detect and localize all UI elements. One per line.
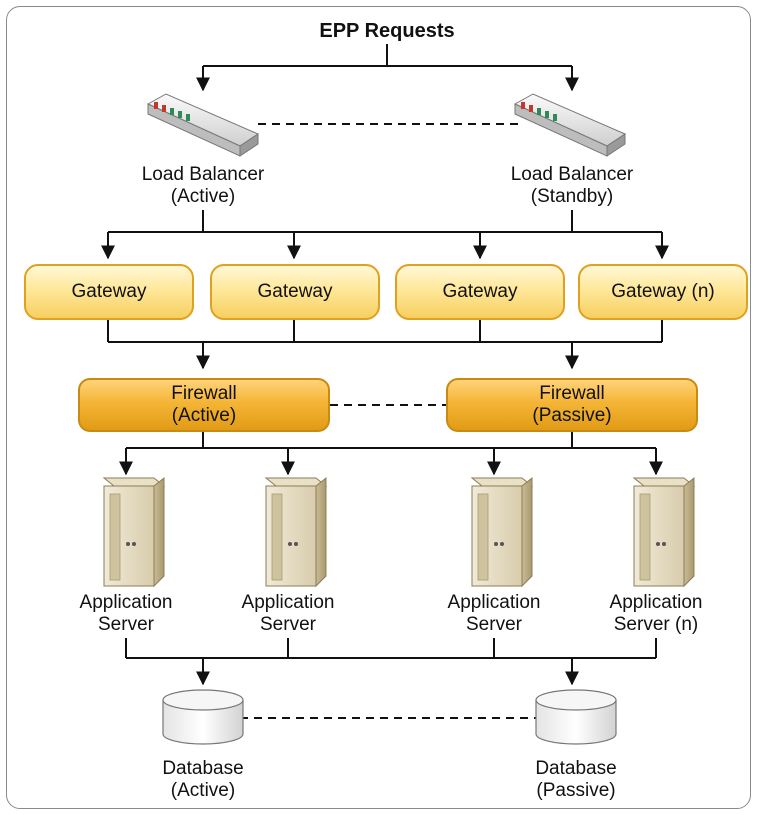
lb-name: Load Balancer bbox=[510, 164, 634, 185]
database-state: (Active) bbox=[170, 780, 236, 801]
server-icon bbox=[264, 476, 328, 588]
database-passive-label: Database (Passive) bbox=[535, 758, 616, 802]
app-server-line1: Application bbox=[447, 592, 541, 613]
load-balancer-icon bbox=[146, 93, 260, 157]
app-server-label: Application Server bbox=[242, 592, 335, 636]
firewall-name: Firewall bbox=[539, 383, 605, 404]
app-server-line2: Server bbox=[260, 614, 316, 635]
database-active-label: Database (Active) bbox=[162, 758, 243, 802]
firewall-passive-node: Firewall (Passive) bbox=[446, 378, 698, 432]
load-balancer-icon bbox=[513, 93, 627, 157]
gateway-node: Gateway bbox=[395, 264, 565, 320]
diagram-title: EPP Requests bbox=[319, 20, 455, 42]
app-server-line1: Application bbox=[241, 592, 335, 613]
load-balancer-standby-label: Load Balancer (Standby) bbox=[511, 164, 634, 208]
database-name: Database bbox=[535, 758, 617, 779]
gateway-node: Gateway bbox=[24, 264, 194, 320]
server-icon bbox=[632, 476, 696, 588]
database-icon bbox=[535, 689, 617, 745]
lb-state: (Standby) bbox=[530, 186, 614, 207]
app-server-line2: Server bbox=[98, 614, 154, 635]
app-server-label: Application Server bbox=[448, 592, 541, 636]
firewall-name: Firewall bbox=[171, 383, 237, 404]
diagram-frame bbox=[6, 6, 751, 809]
database-name: Database bbox=[162, 758, 244, 779]
gateway-node: Gateway bbox=[210, 264, 380, 320]
lb-state: (Active) bbox=[170, 186, 236, 207]
app-server-line1: Application bbox=[609, 592, 703, 613]
app-server-label: Application Server bbox=[80, 592, 173, 636]
gateway-node: Gateway (n) bbox=[578, 264, 748, 320]
load-balancer-active-label: Load Balancer (Active) bbox=[142, 164, 265, 208]
server-icon bbox=[102, 476, 166, 588]
firewall-active-node: Firewall (Active) bbox=[78, 378, 330, 432]
firewall-state: (Passive) bbox=[532, 405, 612, 426]
database-state: (Passive) bbox=[536, 780, 616, 801]
server-icon bbox=[470, 476, 534, 588]
app-server-line2: Server bbox=[466, 614, 522, 635]
app-server-line2: Server (n) bbox=[613, 614, 699, 635]
app-server-label: Application Server (n) bbox=[610, 592, 703, 636]
lb-name: Load Balancer bbox=[141, 164, 265, 185]
firewall-state: (Active) bbox=[171, 405, 237, 426]
app-server-line1: Application bbox=[79, 592, 173, 613]
database-icon bbox=[162, 689, 244, 745]
